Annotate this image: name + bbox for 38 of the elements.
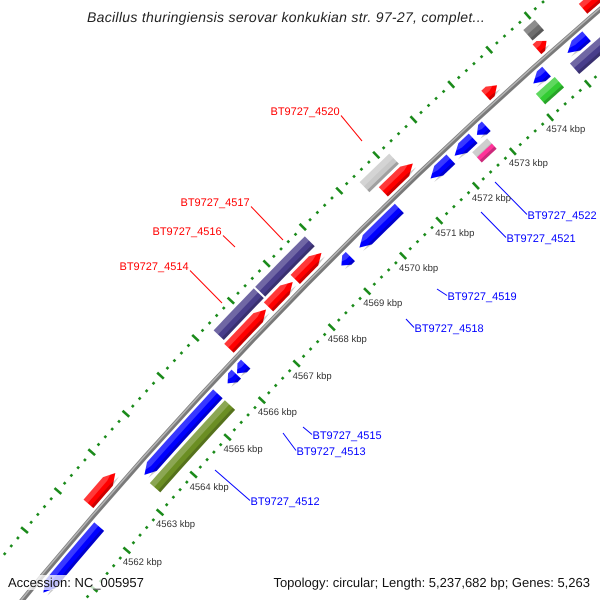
gene-label: BT9727_4513 [296, 446, 366, 458]
gene-label: BT9727_4514 [120, 262, 189, 272]
scale-label: 4565 kbp [224, 445, 263, 455]
leader-line [302, 426, 312, 435]
scale-label: 4573 kbp [508, 159, 548, 169]
leader-line [494, 182, 528, 215]
gene-label: BT9727_4517 [180, 198, 250, 208]
footer-text: Accession: NC_005957 [6, 575, 146, 590]
scale-label: 4564 kbp [190, 482, 229, 492]
leader-line [406, 318, 414, 328]
scale-label: 4567 kbp [292, 372, 332, 382]
gene-label: BT9727_4519 [448, 292, 517, 302]
leader-line [222, 235, 236, 248]
scale-label: 4574 kbp [546, 125, 586, 135]
gene-label: BT9727_4515 [312, 430, 382, 442]
gene-label: BT9727_4518 [414, 324, 484, 334]
gene-label: BT9727_4520 [270, 106, 340, 118]
scale-label: 4569 kbp [363, 299, 402, 309]
leader-line [282, 432, 296, 451]
scale-label: 4563 kbp [156, 520, 196, 530]
scale-label: 4572 kbp [472, 194, 511, 204]
scale-label: 4562 kbp [122, 558, 162, 568]
scale-label: 4568 kbp [328, 335, 367, 345]
gene-label: BT9727_4521 [506, 234, 576, 244]
leader-line [480, 212, 506, 238]
gene-label: BT9727_4512 [250, 496, 320, 508]
leader-line [190, 270, 222, 304]
footer-text: Topology: circular; Length: 5,237,682 bp; Genes: 5,263 [271, 575, 592, 590]
leader-line [340, 115, 362, 142]
gene-label: BT9727_4522 [528, 210, 597, 222]
leader-line [436, 288, 448, 296]
gene-label: BT9727_4516 [152, 226, 222, 238]
leader-line [214, 470, 250, 501]
scale-label: 4571 kbp [435, 228, 474, 238]
scale-label: 4566 kbp [258, 408, 297, 418]
scale-label: 4570 kbp [399, 264, 438, 274]
map-title: Bacillus thuringiensis serovar konkukian str. 97-27, complet... [87, 10, 486, 24]
leader-line [250, 206, 284, 240]
